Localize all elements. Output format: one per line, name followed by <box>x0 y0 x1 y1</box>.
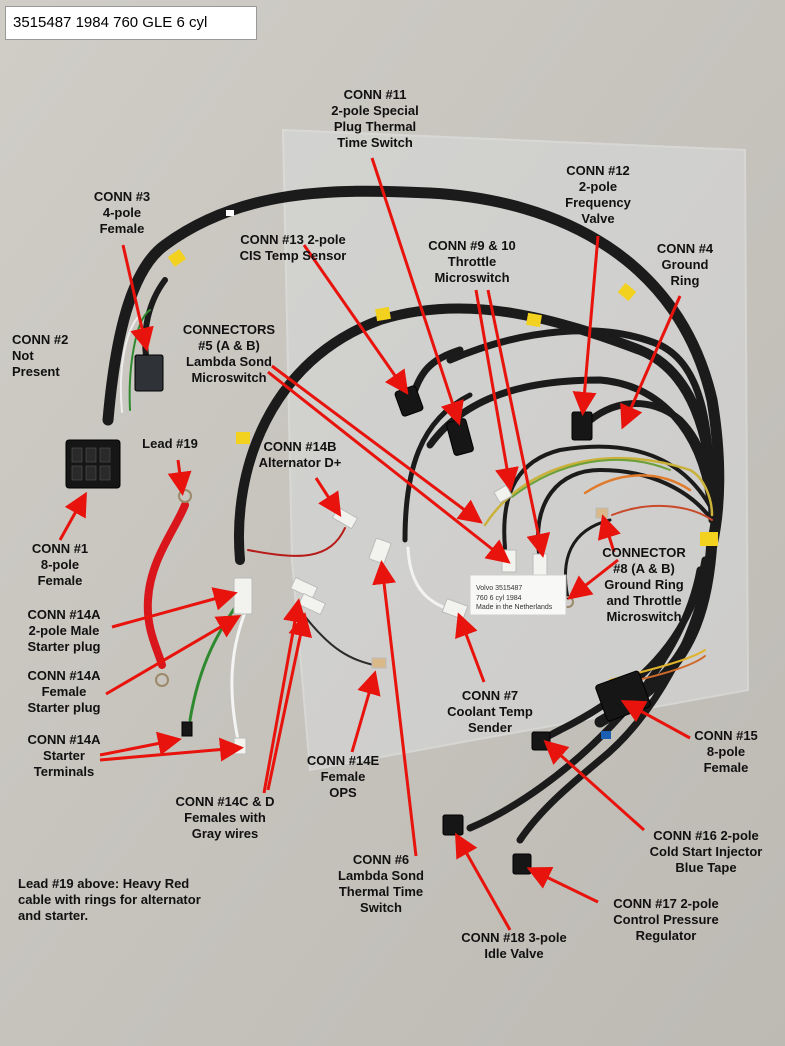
arrow-conn14a-male <box>111 587 238 629</box>
label-conn14e: CONN #14E Female OPS <box>306 753 380 800</box>
arrow-conn8a <box>567 558 619 600</box>
arrow-conn4 <box>620 295 682 430</box>
arrow-conn7 <box>455 612 486 683</box>
label-conn6: CONN #6 Lambda Sond Thermal Time Switch <box>338 852 424 915</box>
label-conn9-10: CONN #9 & 10 Throttle Microswitch <box>428 238 516 285</box>
label-conn16: CONN #16 2-pole Cold Start Injector Blue… <box>649 828 763 875</box>
arrow-conn14a-female <box>105 614 242 696</box>
arrow-conn14d <box>266 612 313 791</box>
conn14a-male-body <box>233 577 253 615</box>
label-conn13: CONN #13 2-pole CIS Temp Sensor <box>239 232 347 263</box>
label-conn14cd: CONN #14C & D Females with Gray wires <box>175 794 275 841</box>
arrow-conn9 <box>474 289 519 492</box>
conn12-body <box>571 411 593 441</box>
arrow-conn6 <box>372 560 418 857</box>
arrow-conn11 <box>370 157 464 426</box>
tape-bands <box>167 249 718 546</box>
conn1-pins <box>71 447 111 481</box>
conn1-body <box>65 439 121 489</box>
blue-tape <box>601 731 611 739</box>
label-conn15: CONN #15 8-pole Female <box>694 728 758 775</box>
label-conn5: CONNECTORS #5 (A & B) Lambda Sond Micros… <box>182 322 276 385</box>
arrow-conn14b <box>314 477 342 518</box>
lead19-cable <box>143 501 189 669</box>
arrow-conn14e <box>350 670 381 753</box>
conn5a-body <box>501 549 517 573</box>
conn3-body <box>134 354 164 392</box>
label-conn18: CONN #18 3-pole Idle Valve <box>461 930 567 961</box>
arrow-conn13 <box>302 244 409 395</box>
lead19-note: Lead #19 above: Heavy Red cable with rin… <box>18 876 201 923</box>
label-conn8: CONNECTOR #8 (A & B) Ground Ring and Thr… <box>602 545 686 624</box>
label-conn7: CONN #7 Coolant Temp Sender <box>447 688 533 735</box>
white-label-band <box>226 210 234 216</box>
arrow-conn10 <box>486 289 551 558</box>
conn17-body <box>512 853 532 875</box>
callout-arrows <box>58 157 691 931</box>
arrow-conn18 <box>455 832 512 931</box>
label-conn1: CONN #1 8-pole Female <box>31 541 89 588</box>
arrow-conn3 <box>121 244 154 352</box>
arrow-conn8b <box>597 514 621 553</box>
label-lead19: Lead #19 <box>142 436 198 451</box>
label-conn4: CONN #4 Ground Ring <box>656 241 714 288</box>
arrow-conn15 <box>620 700 691 740</box>
conn18-body <box>442 814 464 836</box>
arrow-conn1 <box>58 491 87 541</box>
label-conn14a-male: CONN #14A 2-pole Male Starter plug <box>27 607 101 654</box>
conn8-terminal <box>595 507 609 519</box>
label-conn11: CONN #11 2-pole Special Plug Thermal Tim… <box>331 87 419 150</box>
part-tag <box>469 574 567 616</box>
conn14a-terminal-white <box>233 737 247 755</box>
label-conn3: CONN #3 4-pole Female <box>93 189 151 236</box>
conn14e-body <box>371 657 387 669</box>
label-conn12: CONN #12 2-pole Frequency Valve <box>565 163 631 226</box>
label-conn17: CONN #17 2-pole Control Pressure Regulat… <box>613 896 719 943</box>
arrow-conn5a <box>271 364 483 524</box>
arrow-conn17 <box>526 867 599 904</box>
conn5b-body <box>532 553 548 577</box>
diagram-title: 3515487 1984 760 GLE 6 cyl <box>5 6 257 40</box>
lead19-ring-bottom <box>155 673 169 687</box>
tag-line2: 760 6 cyl 1984 <box>476 595 522 602</box>
arrow-conn14a-terminal-2 <box>99 737 244 762</box>
arrow-conn14a-terminal-1 <box>99 731 182 757</box>
arrow-conn5b <box>267 370 511 564</box>
label-conn14b: CONN #14B Alternator D+ <box>258 439 342 470</box>
tag-line3: Made in the Netherlands <box>476 604 553 611</box>
label-conn2: CONN #2 Not Present <box>12 332 69 379</box>
label-conn14a-terminals: CONN #14A Starter Terminals <box>27 732 101 779</box>
arrow-conn12 <box>572 235 600 416</box>
tag-line1: Volvo 3515487 <box>476 585 522 592</box>
arrow-conn16 <box>543 739 646 832</box>
conn14c-body <box>289 576 319 600</box>
label-conn14a-female: CONN #14A Female Starter plug <box>27 668 101 715</box>
conn14a-terminal <box>181 721 193 737</box>
arrow-lead19 <box>167 459 192 496</box>
